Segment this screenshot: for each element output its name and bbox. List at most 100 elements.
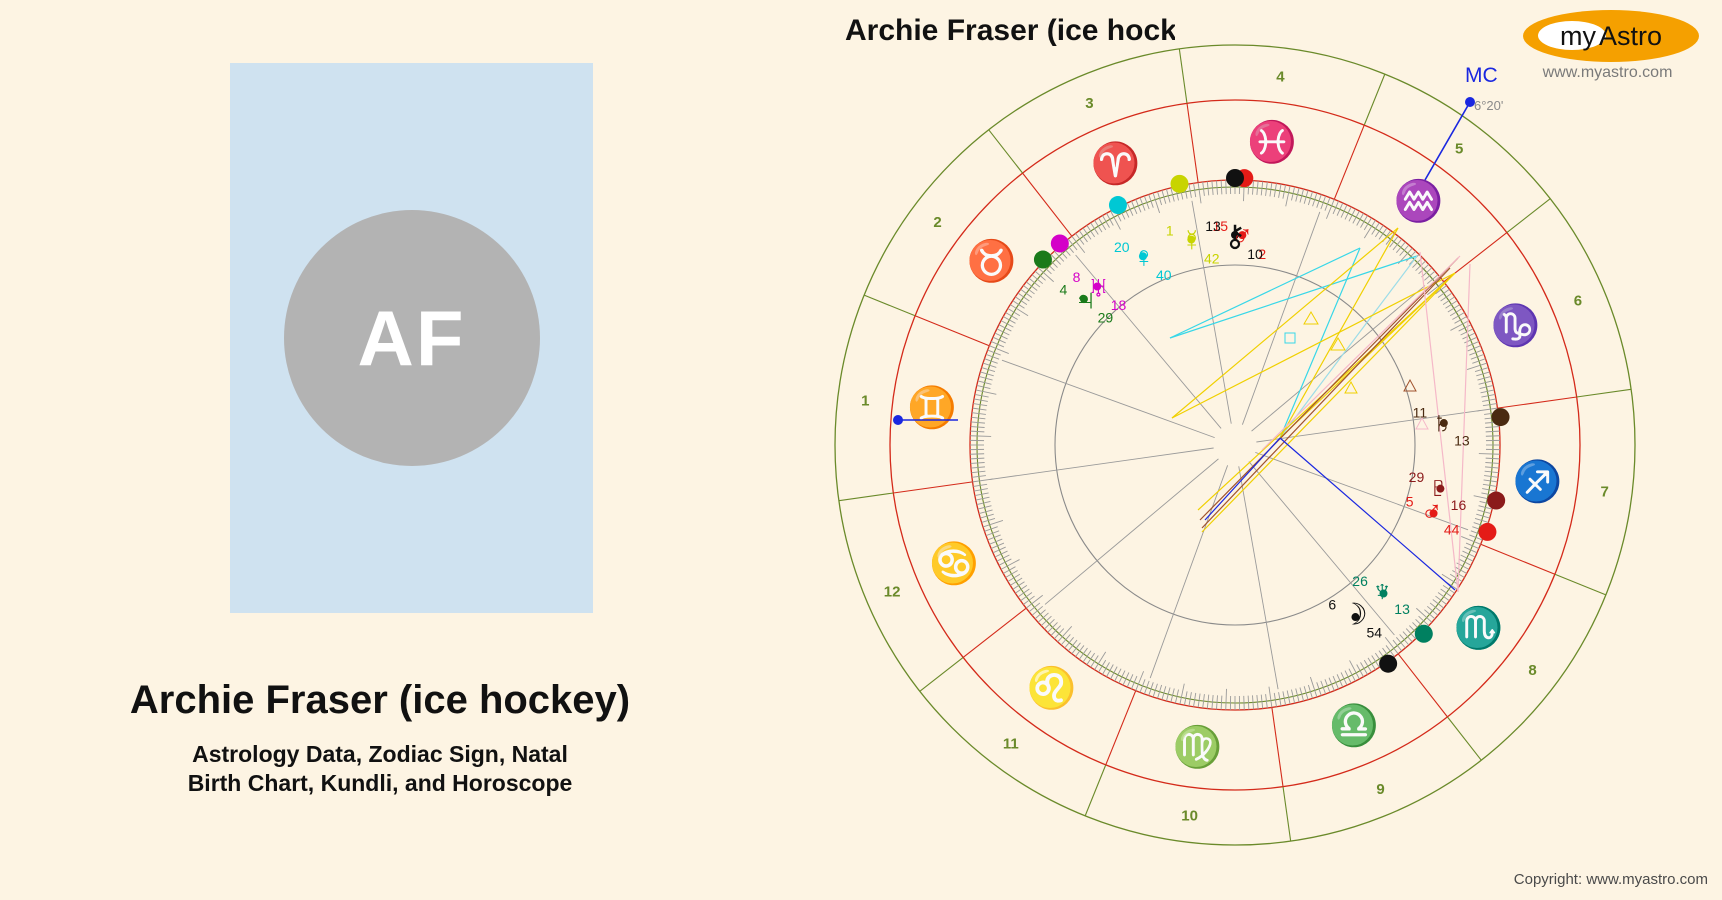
planet-mars[interactable]: ♂544 bbox=[1406, 494, 1460, 538]
planet-uranus[interactable]: ♅818 bbox=[1073, 269, 1127, 313]
degree-tick bbox=[1211, 180, 1214, 195]
logo-text-my: my bbox=[1559, 20, 1596, 51]
outer-ring-circle bbox=[834, 44, 1636, 846]
planet-dot-mars[interactable] bbox=[1478, 522, 1497, 541]
degree-tick bbox=[1252, 180, 1254, 195]
planet-jupiter[interactable]: ♃429 bbox=[1059, 282, 1113, 326]
degree-tick bbox=[1402, 631, 1413, 643]
degree-tick bbox=[1078, 230, 1088, 243]
planet-mars-conj-point[interactable]: ♂152 bbox=[1212, 218, 1266, 262]
house-ring-spoke bbox=[1576, 388, 1632, 398]
degree-tick bbox=[1165, 188, 1171, 203]
degree-tick bbox=[1324, 197, 1331, 211]
zodiac-glyph-cancer[interactable]: ♋ bbox=[929, 540, 979, 586]
house-number-8: 8 bbox=[1528, 662, 1536, 679]
planet-degree-pluto: 29 bbox=[1409, 469, 1425, 485]
planet-dot-venus[interactable] bbox=[1108, 196, 1127, 215]
degree-tick bbox=[1286, 690, 1291, 705]
brand-logo[interactable]: my Astro www.myastro.com bbox=[1505, 8, 1710, 93]
zodiac-glyph-aries[interactable]: ♈ bbox=[1091, 140, 1141, 186]
planet-glyph-mars: ♂ bbox=[1420, 496, 1443, 529]
planet-dot-chiron[interactable] bbox=[1226, 169, 1244, 187]
aspect-line-pink-2 bbox=[1457, 263, 1471, 593]
degree-tick bbox=[970, 466, 985, 469]
zodiac-glyph-taurus[interactable]: ♉ bbox=[967, 237, 1017, 283]
planet-dot-mercury[interactable] bbox=[1170, 174, 1189, 193]
zodiac-glyph-aquarius[interactable]: ♒ bbox=[1394, 177, 1444, 223]
house-ring-spoke bbox=[919, 656, 964, 692]
zodiac-glyph-pisces[interactable]: ♓ bbox=[1247, 118, 1297, 164]
zodiac-glyph-scorpio[interactable]: ♏ bbox=[1454, 605, 1504, 651]
planet-dot-moon[interactable] bbox=[1379, 654, 1398, 673]
aspect-line-yellow-3 bbox=[1171, 272, 1456, 419]
degree-tick bbox=[1094, 651, 1107, 670]
degree-tick bbox=[1460, 554, 1474, 562]
degree-tick bbox=[1458, 558, 1472, 566]
degree-tick bbox=[1265, 694, 1268, 709]
degree-tick bbox=[1003, 316, 1016, 324]
planet-dot-jupiter[interactable] bbox=[1033, 250, 1052, 269]
zodiac-sign-glyphs[interactable]: ♊ ♉ ♈ ♓ ♒ ♑ ♐ ♏ ♎ ♍ ♌ ♋ bbox=[907, 118, 1562, 769]
aspect-line-pink-3 bbox=[1419, 251, 1459, 593]
zodiac-glyph-leo[interactable]: ♌ bbox=[1027, 665, 1077, 711]
degree-tick bbox=[1316, 194, 1322, 208]
degree-tick bbox=[1426, 274, 1439, 285]
zodiac-glyph-libra[interactable]: ♎ bbox=[1329, 702, 1379, 748]
planet-moon[interactable]: ☽654 bbox=[1328, 596, 1382, 640]
degree-tick bbox=[1435, 595, 1447, 605]
degree-tick bbox=[1481, 393, 1496, 398]
mc-axis-marker[interactable]: MC 6°20' bbox=[1424, 64, 1503, 181]
planet-glyphs[interactable]: ♂152⚷1310☿142♀2040♅818♃429♄1113♇2916♂544… bbox=[1059, 218, 1469, 640]
degree-tick bbox=[1067, 238, 1078, 251]
degree-tick bbox=[1291, 689, 1296, 704]
degree-tick bbox=[1360, 662, 1368, 675]
planet-degree-dots[interactable] bbox=[1033, 169, 1510, 673]
degree-tick bbox=[1193, 692, 1197, 707]
degree-tick bbox=[1106, 213, 1114, 226]
planet-glyph-mercury: ☿ bbox=[1181, 225, 1204, 258]
degree-tick bbox=[1183, 691, 1188, 706]
planet-minute-jupiter: 29 bbox=[1098, 310, 1114, 326]
planet-dot-uranus[interactable] bbox=[1050, 234, 1069, 253]
house-number-1: 1 bbox=[861, 393, 869, 410]
degree-tick bbox=[1395, 241, 1406, 254]
zodiac-glyph-virgo[interactable]: ♍ bbox=[1173, 724, 1223, 770]
aspect-square-marker bbox=[1284, 332, 1296, 344]
sign-divider bbox=[1333, 124, 1365, 200]
planet-dot-neptune[interactable] bbox=[1414, 624, 1433, 643]
house-number-9: 9 bbox=[1376, 781, 1384, 798]
degree-tick bbox=[1131, 675, 1138, 690]
chart-rings bbox=[834, 44, 1636, 846]
planet-dot-pluto[interactable] bbox=[1487, 491, 1506, 510]
degree-tick bbox=[1005, 312, 1018, 320]
degree-tick bbox=[1000, 559, 1020, 570]
zodiac-glyph-capricorn[interactable]: ♑ bbox=[1491, 302, 1541, 348]
planet-dot-saturn[interactable] bbox=[1491, 408, 1510, 427]
sign-divider bbox=[893, 481, 973, 494]
degree-tick bbox=[982, 362, 997, 368]
house-cusp-line bbox=[1191, 200, 1232, 424]
asc-axis-marker[interactable]: Asc 8°23' bbox=[810, 400, 958, 448]
planet-degree-mercury: 1 bbox=[1166, 223, 1174, 239]
degree-tick bbox=[1363, 659, 1372, 673]
degree-tick bbox=[1020, 288, 1033, 298]
degree-tick bbox=[1005, 570, 1018, 578]
zodiac-glyph-gemini[interactable]: ♊ bbox=[907, 384, 957, 430]
degree-tick bbox=[981, 517, 996, 523]
planet-mercury[interactable]: ☿142 bbox=[1166, 223, 1220, 267]
degree-tick bbox=[992, 546, 1006, 554]
degree-tick bbox=[1010, 304, 1029, 317]
zodiac-glyph-sagittarius[interactable]: ♐ bbox=[1513, 458, 1563, 504]
degree-tick bbox=[1447, 304, 1460, 313]
degree-tick bbox=[1454, 316, 1467, 324]
degree-tick bbox=[1484, 475, 1499, 478]
degree-tick-marks bbox=[970, 180, 1500, 710]
degree-tick bbox=[977, 380, 992, 385]
